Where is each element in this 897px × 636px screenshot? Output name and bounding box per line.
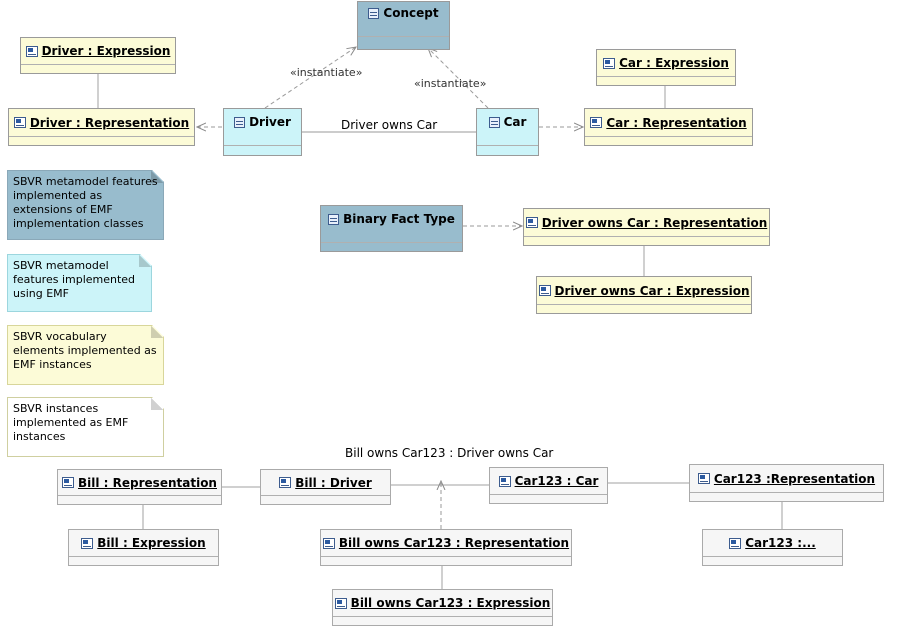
- car-representation-label: Car : Representation: [606, 115, 747, 130]
- car-label: Car: [503, 115, 527, 129]
- instance-icon: [729, 537, 742, 549]
- concept-class[interactable]: Concept: [357, 1, 450, 50]
- concept-label: Concept: [383, 6, 439, 20]
- class-icon: [488, 116, 500, 128]
- car123-expression-instance[interactable]: Car123 :...: [702, 529, 843, 566]
- bill-owns-car123-link-label: Bill owns Car123 : Driver owns Car: [345, 446, 554, 460]
- instance-icon: [590, 117, 603, 128]
- instance-icon: [603, 57, 616, 69]
- legend-note-vocabulary-instances: SBVR vocabulary elements implemented as …: [7, 325, 164, 385]
- instance-icon: [525, 217, 538, 228]
- instantiate-driver-concept: [264, 47, 356, 109]
- car-class[interactable]: Car: [476, 108, 539, 156]
- car123-car-instance[interactable]: Car123 : Car: [489, 467, 608, 504]
- class-icon: [328, 213, 340, 225]
- driver-representation-label: Driver : Representation: [29, 115, 190, 130]
- binary-fact-type-label: Binary Fact Type: [343, 212, 455, 226]
- bill-representation-instance[interactable]: Bill : Representation: [57, 469, 222, 505]
- legend-note-extension-classes: SBVR metamodel features implemented as e…: [7, 170, 164, 240]
- instance-icon: [279, 477, 292, 488]
- car-representation-instance[interactable]: Car : Representation: [584, 108, 753, 146]
- instantiate-label-right: «instantiate»: [414, 77, 487, 90]
- instance-icon: [322, 537, 335, 549]
- bill-owns-car123-expression-label: Bill owns Car123 : Expression: [350, 596, 551, 610]
- legend-note-emf-classes: SBVR metamodel features implemented usin…: [7, 254, 152, 312]
- driver-class[interactable]: Driver: [223, 108, 302, 156]
- instantiate-car-concept: [428, 48, 489, 109]
- class-icon: [234, 116, 246, 128]
- bill-driver-label: Bill : Driver: [295, 475, 372, 490]
- instance-icon: [81, 537, 94, 549]
- instance-icon: [13, 117, 26, 128]
- car123-representation-instance[interactable]: Car123 :Representation: [689, 464, 884, 502]
- legend-note-instances: SBVR instances implemented as EMF instan…: [7, 397, 164, 457]
- driver-owns-car-expression-instance[interactable]: Driver owns Car : Expression: [536, 276, 752, 314]
- bill-representation-label: Bill : Representation: [78, 475, 217, 490]
- legend-note-vocabulary-instances-text: SBVR vocabulary elements implemented as …: [13, 330, 157, 371]
- legend-note-instances-text: SBVR instances implemented as EMF instan…: [13, 402, 129, 443]
- driver-expression-label: Driver : Expression: [41, 44, 171, 58]
- car123-representation-label: Car123 :Representation: [713, 471, 876, 486]
- bill-owns-car123-representation-instance[interactable]: Bill owns Car123 : Representation: [320, 529, 572, 566]
- driver-expression-instance[interactable]: Driver : Expression: [20, 37, 176, 74]
- car-expression-instance[interactable]: Car : Expression: [596, 49, 736, 86]
- driver-owns-car-label: Driver owns Car: [341, 118, 438, 132]
- instance-icon: [697, 473, 710, 484]
- instance-icon: [334, 597, 347, 609]
- bill-driver-instance[interactable]: Bill : Driver: [260, 469, 391, 505]
- binary-fact-type-class[interactable]: Binary Fact Type: [320, 205, 463, 252]
- car-expression-label: Car : Expression: [619, 56, 729, 70]
- legend-note-extension-classes-text: SBVR metamodel features implemented as e…: [13, 175, 158, 230]
- instance-icon: [25, 45, 38, 57]
- driver-owns-car-representation-label: Driver owns Car : Representation: [541, 215, 768, 230]
- instantiate-label-left: «instantiate»: [290, 66, 363, 79]
- driver-representation-instance[interactable]: Driver : Representation: [8, 108, 195, 146]
- legend-note-emf-classes-text: SBVR metamodel features implemented usin…: [13, 259, 136, 300]
- instance-icon: [62, 477, 75, 488]
- class-icon: [368, 7, 380, 19]
- instance-icon: [498, 475, 511, 487]
- driver-label: Driver: [249, 115, 291, 129]
- bill-owns-car123-expression-instance[interactable]: Bill owns Car123 : Expression: [332, 589, 553, 626]
- driver-owns-car-expression-label: Driver owns Car : Expression: [554, 283, 750, 298]
- instance-icon: [538, 285, 551, 296]
- bill-owns-car123-representation-label: Bill owns Car123 : Representation: [338, 536, 570, 550]
- bill-expression-label: Bill : Expression: [97, 536, 206, 550]
- car123-expression-label: Car123 :...: [745, 536, 816, 550]
- driver-owns-car-representation-instance[interactable]: Driver owns Car : Representation: [523, 208, 770, 246]
- bill-expression-instance[interactable]: Bill : Expression: [68, 529, 219, 566]
- car123-car-label: Car123 : Car: [514, 474, 599, 488]
